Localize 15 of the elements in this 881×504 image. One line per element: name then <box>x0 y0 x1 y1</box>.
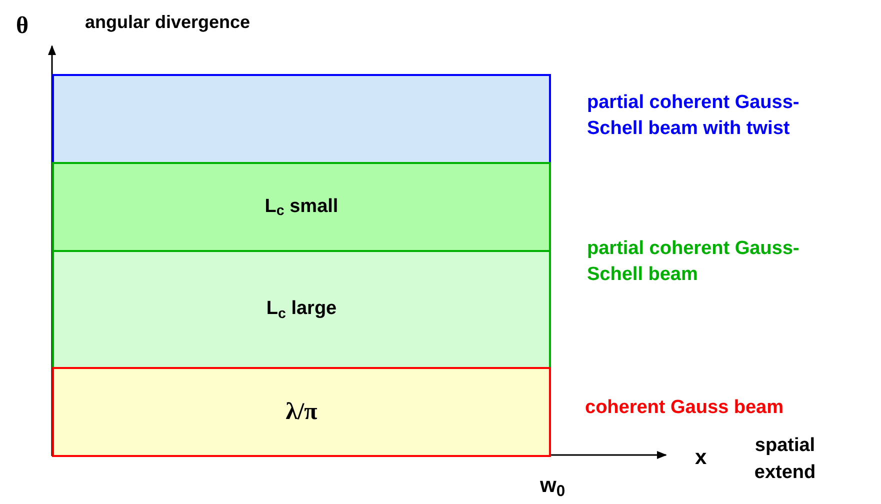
region-label: partial coherent Gauss-Schell beam <box>587 237 800 287</box>
axis-tick-label: w$_{0}$ <box>540 473 566 502</box>
axis-title: spatial extend <box>753 434 817 485</box>
axis-label: x <box>695 445 707 471</box>
region-label: partial coherent Gauss-Schell beam with twist <box>587 91 800 141</box>
axis-label: θ <box>16 12 29 41</box>
band-label: λ/π <box>286 398 318 427</box>
band-label: L$_{c}$ small <box>264 194 338 222</box>
band <box>52 250 551 369</box>
band-label: L$_{c}$ large <box>266 297 337 324</box>
band <box>52 74 551 164</box>
band <box>52 367 551 457</box>
region-label: coherent Gauss beam <box>585 396 785 420</box>
band <box>52 162 551 252</box>
axis-title: angular divergence <box>85 11 250 34</box>
